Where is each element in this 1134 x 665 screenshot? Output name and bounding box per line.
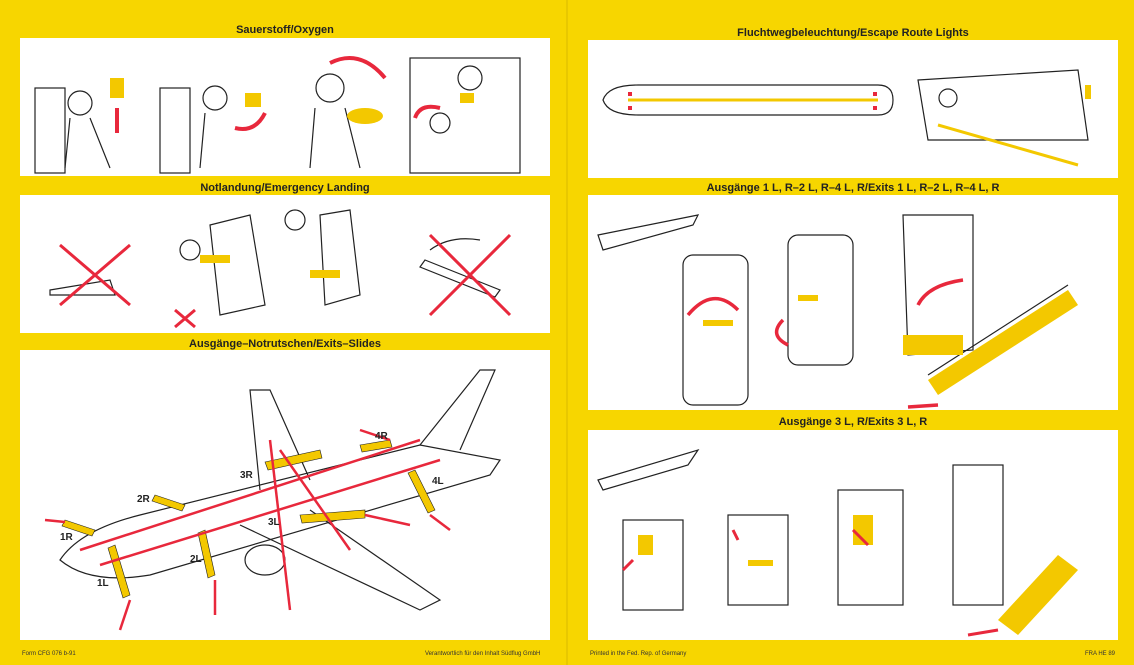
slide-label-1r: 1R	[60, 532, 73, 543]
slide-label-4l: 4L	[432, 476, 444, 487]
oxygen-title: Sauerstoff/Oxygen	[236, 24, 334, 36]
oxygen-illustration	[34, 56, 521, 174]
exits-1-2-4-title: Ausgänge 1 L, R–2 L, R–4 L, R/Exits 1 L,…	[706, 182, 1000, 194]
page-fold	[566, 0, 568, 665]
card-code: FRA HE 89	[1085, 651, 1116, 657]
landing-panel	[20, 195, 550, 333]
exits-1-2-4-panel	[588, 195, 1118, 410]
landing-illustration	[49, 209, 512, 329]
exits-3-panel	[588, 430, 1118, 640]
slide-label-4r: 4R	[375, 431, 388, 442]
slides-title: Ausgänge–Notrutschen/Exits–Slides	[189, 338, 381, 350]
escape-lights-illustration	[602, 69, 1091, 167]
oxygen-panel	[20, 38, 550, 176]
slides-panel: 1R 1L 2R 2L 3R 3L 4R 4L	[20, 350, 550, 640]
landing-title: Notlandung/Emergency Landing	[200, 182, 370, 194]
lights-title: Fluchtwegbeleuchtung/Escape Route Lights	[737, 27, 969, 39]
exits-3-title: Ausgänge 3 L, R/Exits 3 L, R	[778, 416, 928, 428]
slide-label-1l: 1L	[97, 578, 109, 589]
slide-label-2l: 2L	[190, 554, 202, 565]
printed-note: Printed in the Fed. Rep. of Germany	[590, 651, 687, 657]
door-operation-illustration	[597, 214, 1078, 409]
responsibility-note: Verantwortlich für den Inhalt Südflug Gm…	[425, 651, 541, 657]
aircraft-slides-diagram	[44, 369, 502, 631]
form-number: Form CFG 076 b-91	[22, 651, 76, 657]
slide-label-3l: 3L	[268, 517, 280, 528]
lights-panel	[588, 40, 1118, 178]
overwing-exit-illustration	[597, 448, 1078, 637]
slide-label-2r: 2R	[137, 494, 150, 505]
slide-label-3r: 3R	[240, 470, 253, 481]
